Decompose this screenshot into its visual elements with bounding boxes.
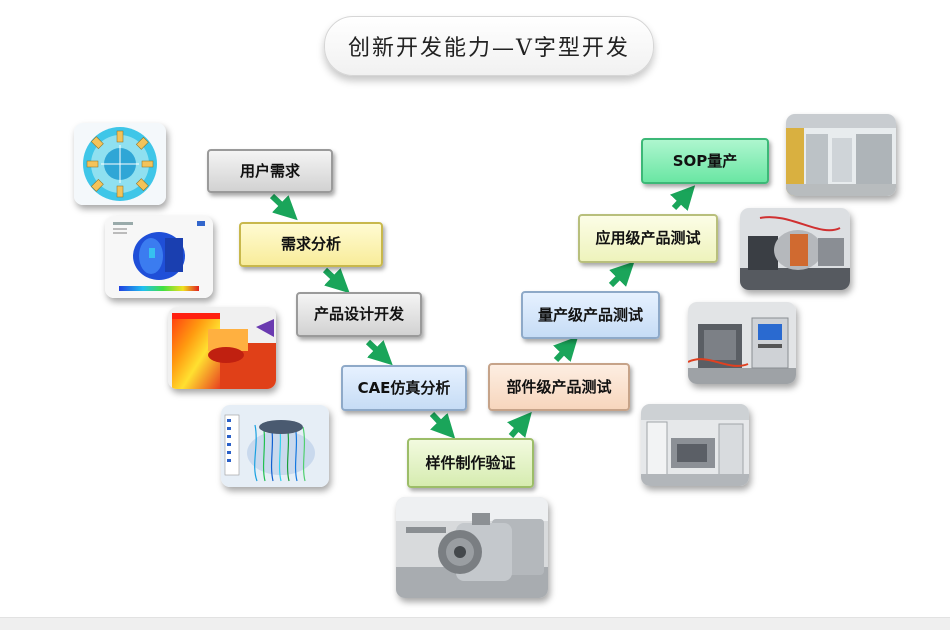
step-user-requirements: 用户需求 (207, 149, 333, 193)
bracket-stress-image (168, 307, 276, 389)
airflow-simulation-image (221, 405, 329, 487)
step-label: 产品设计开发 (313, 305, 404, 323)
sample-motor-photo (396, 497, 548, 598)
arrow-4 (429, 411, 456, 439)
arrow-6 (553, 336, 579, 363)
arrow-1 (269, 193, 298, 221)
step-requirements-analysis: 需求分析 (239, 222, 383, 267)
stator-fem-image (74, 123, 166, 205)
arrow-3 (365, 339, 393, 366)
step-label: 部件级产品测试 (506, 377, 612, 396)
footer-bar (0, 617, 950, 630)
step-sop-production: SOP量产 (641, 138, 769, 184)
step-component-test: 部件级产品测试 (488, 363, 630, 411)
housing-stress-image (105, 216, 213, 298)
step-application-test: 应用级产品测试 (578, 214, 718, 263)
step-sample-verification: 样件制作验证 (407, 438, 534, 488)
step-cae-simulation: CAE仿真分析 (341, 365, 467, 411)
component-test-rig-photo (641, 404, 749, 486)
step-mass-production-test: 量产级产品测试 (521, 291, 660, 339)
title-banner: 创新开发能力—V字型开发 (324, 16, 654, 76)
motor-test-bench-photo (740, 208, 850, 290)
step-label: 应用级产品测试 (595, 229, 701, 247)
controller-test-photo (688, 302, 796, 384)
step-label: 需求分析 (280, 235, 341, 253)
step-label: 样件制作验证 (425, 453, 516, 472)
factory-line-photo (786, 114, 896, 196)
page-title: 创新开发能力—V字型开发 (348, 36, 630, 61)
arrow-2 (322, 267, 350, 294)
step-product-design: 产品设计开发 (296, 292, 422, 337)
step-label: CAE仿真分析 (357, 378, 451, 397)
arrow-7 (608, 261, 635, 288)
step-label: SOP量产 (672, 151, 738, 170)
arrow-5 (507, 411, 532, 438)
step-label: 用户需求 (239, 161, 300, 180)
arrow-8 (670, 185, 696, 211)
step-label: 量产级产品测试 (537, 305, 643, 324)
